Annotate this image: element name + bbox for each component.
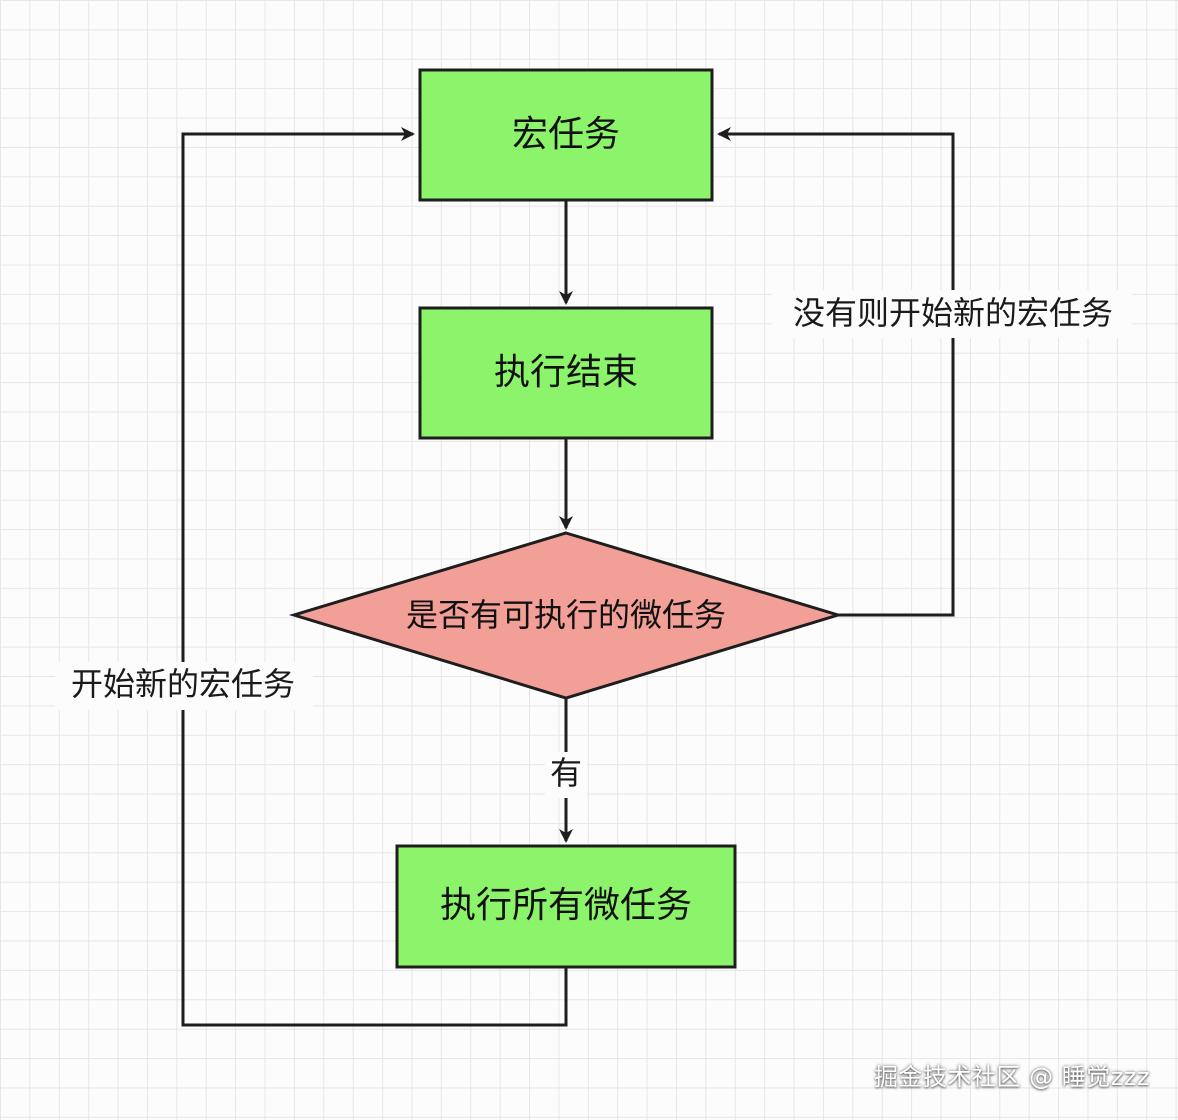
node-exec-end-label: 执行结束 (494, 352, 638, 393)
node-decision (288, 531, 844, 700)
edge-label-bg-start (55, 662, 313, 710)
edge-no-loop-back (717, 127, 955, 617)
node-exec-end (418, 306, 714, 440)
edge-label-no-then-new-macro: 没有则开始新的宏任务 (793, 294, 1113, 332)
node-exec-all-micro (395, 844, 737, 969)
edge-micro-loop-back (181, 127, 568, 1027)
edge-label-yes: 有 (550, 754, 582, 792)
node-exec-all-micro-label: 执行所有微任务 (440, 885, 692, 926)
edge-label-start-new-macro: 开始新的宏任务 (71, 665, 295, 703)
node-macro-task (418, 68, 714, 202)
edge-label-bg-no (772, 290, 1132, 338)
node-decision-label: 是否有可执行的微任务 (406, 596, 726, 634)
node-macro-task-label: 宏任务 (512, 114, 620, 155)
watermark-text: 掘金技术社区 @ 睡觉zzz (873, 1063, 1150, 1091)
edge-label-bg-yes (545, 752, 587, 798)
